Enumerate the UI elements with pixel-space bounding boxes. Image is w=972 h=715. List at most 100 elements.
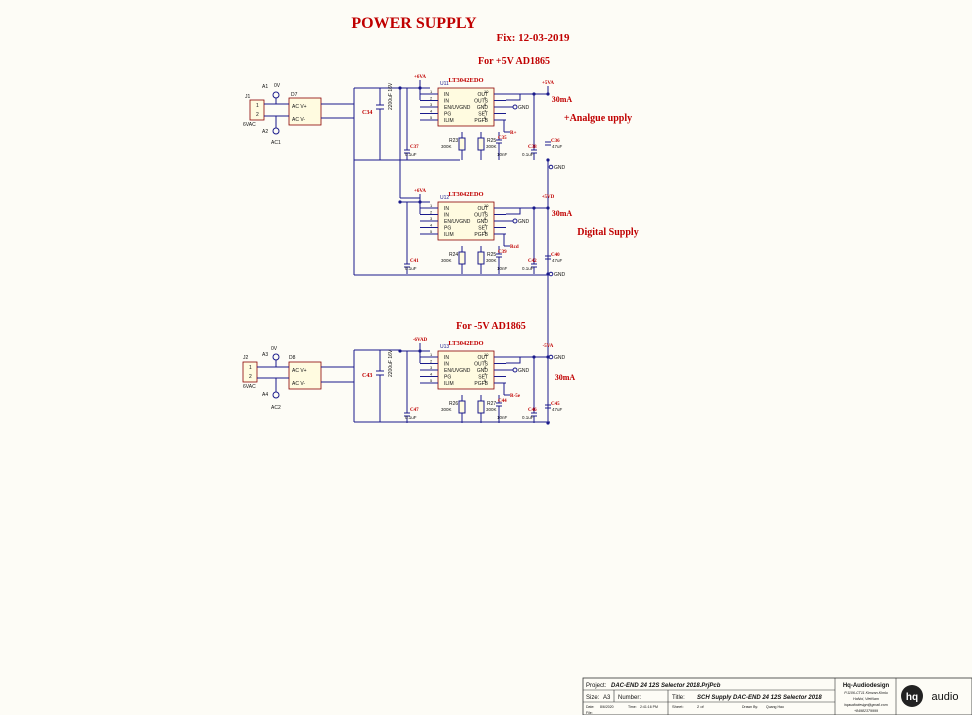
svg-text:300K: 300K <box>441 407 452 412</box>
test-points-j1: A1 0V A2 AC1 <box>262 83 281 146</box>
regulator-part: LT3042EDO <box>448 191 483 198</box>
svg-text:PG: PG <box>444 375 451 381</box>
svg-text:GND: GND <box>477 105 489 111</box>
svg-text:1: 1 <box>256 103 259 109</box>
section-label-minus5: For -5V AD1865 <box>456 321 526 332</box>
svg-text:PGFB: PGFB <box>474 232 488 238</box>
svg-text:10nF: 10nF <box>497 266 508 271</box>
input-net-label: +6VA <box>414 75 426 80</box>
svg-text:R25: R25 <box>487 138 496 144</box>
svg-text:A4: A4 <box>262 392 268 398</box>
svg-text:4: 4 <box>430 109 433 114</box>
regulator-part: LT3042EDO <box>448 340 483 347</box>
svg-text:GND: GND <box>518 368 530 374</box>
gnd-flag-3: GND <box>548 354 566 361</box>
svg-text:IN: IN <box>444 213 449 219</box>
svg-text:5: 5 <box>430 378 433 383</box>
svg-text:Hq-Audiodesign: Hq-Audiodesign <box>843 683 890 689</box>
input-net-label: -6VAD <box>413 338 428 343</box>
svg-text:7: 7 <box>484 109 487 114</box>
svg-text:GND: GND <box>554 165 566 171</box>
svg-text:IN: IN <box>444 355 449 361</box>
svg-text:8: 8 <box>484 216 487 221</box>
svg-text:U13: U13 <box>440 344 449 350</box>
svg-text:C46: C46 <box>528 408 537 413</box>
svg-text:4: 4 <box>430 223 433 228</box>
svg-text:SET: SET <box>478 226 488 232</box>
svg-text:A2: A2 <box>262 129 268 135</box>
svg-text:2: 2 <box>430 210 433 215</box>
svg-text:1: 1 <box>430 89 433 94</box>
gnd-flag-1: GND <box>548 164 566 171</box>
svg-text:OUTS: OUTS <box>474 362 489 368</box>
svg-text:2: 2 <box>430 96 433 101</box>
svg-text:AC V+: AC V+ <box>292 104 307 110</box>
svg-text:2: 2 <box>430 359 433 364</box>
input-net-label: +6VA <box>414 189 426 194</box>
svg-text:D8: D8 <box>289 355 296 361</box>
svg-text:0V: 0V <box>271 346 278 352</box>
svg-text:J2: J2 <box>243 355 249 361</box>
svg-text:7: 7 <box>484 223 487 228</box>
svg-text:IN: IN <box>444 362 449 368</box>
svg-text:D7: D7 <box>291 92 298 98</box>
svg-text:R27: R27 <box>487 401 496 407</box>
capacitor-c43: C43 2200uF 16V <box>362 349 394 422</box>
gnd-flag-2: GND <box>548 271 566 278</box>
svg-text:Drawn By:: Drawn By: <box>742 705 758 709</box>
svg-text:47uF: 47uF <box>552 407 563 412</box>
connector-j2: J2 6VAC 1 2 <box>242 355 258 390</box>
svg-text:SCH Supply DAC-END 24 12S Sele: SCH Supply DAC-END 24 12S Selector 2018 <box>697 695 822 701</box>
svg-text:2: 2 <box>256 112 259 118</box>
svg-text:Project:: Project: <box>586 683 607 689</box>
svg-text:R26: R26 <box>449 401 458 407</box>
svg-text:3: 3 <box>430 216 433 221</box>
svg-text:10: 10 <box>484 352 489 357</box>
svg-text:GND: GND <box>554 355 566 361</box>
svg-text:C34: C34 <box>362 110 372 116</box>
svg-text:GND: GND <box>477 368 489 374</box>
svg-text:ILIM: ILIM <box>444 232 454 238</box>
svg-text:OUTS: OUTS <box>474 99 489 105</box>
svg-text:300K: 300K <box>486 407 497 412</box>
svg-text:OUTS: OUTS <box>474 213 489 219</box>
output-net-label: +5VD <box>542 195 555 200</box>
svg-text:EN/UVGND: EN/UVGND <box>444 368 471 374</box>
svg-text:8: 8 <box>484 365 487 370</box>
svg-text:OUT: OUT <box>477 92 488 98</box>
svg-text:C42: C42 <box>528 259 537 264</box>
svg-text:Sheet:: Sheet: <box>672 704 684 709</box>
svg-text:A3: A3 <box>603 695 611 701</box>
output-net-label: -5VA <box>543 344 554 349</box>
svg-text:R25: R25 <box>487 252 496 258</box>
svg-text:2 of: 2 of <box>697 704 705 709</box>
svg-text:0.1uF: 0.1uF <box>522 152 534 157</box>
svg-text:Quang Hao: Quang Hao <box>766 705 784 709</box>
pg-net-label: R-5e <box>510 394 521 399</box>
svg-text:3: 3 <box>430 365 433 370</box>
current-label-1: 30mA <box>552 95 573 104</box>
svg-text:AC V+: AC V+ <box>292 368 307 374</box>
svg-text:hq: hq <box>906 692 918 703</box>
svg-text:AC2: AC2 <box>271 405 281 411</box>
svg-text:0.1uF: 0.1uF <box>405 266 417 271</box>
svg-text:Number:: Number: <box>618 695 641 701</box>
svg-text:6VAC: 6VAC <box>243 122 256 128</box>
svg-text:GND: GND <box>518 219 530 225</box>
svg-text:2200uF 16V: 2200uF 16V <box>388 349 394 377</box>
svg-text:AC V-: AC V- <box>292 117 305 123</box>
svg-text:ILIM: ILIM <box>444 381 454 387</box>
output-net-label: +5VA <box>542 81 554 86</box>
pg-net-label: R+ <box>510 131 517 136</box>
svg-text:PGFB: PGFB <box>474 381 488 387</box>
svg-text:6: 6 <box>484 229 487 234</box>
svg-text:Time:: Time: <box>628 705 637 709</box>
svg-text:1: 1 <box>430 203 433 208</box>
svg-text:U11: U11 <box>440 81 449 87</box>
svg-text:IN: IN <box>444 99 449 105</box>
svg-text:AC V-: AC V- <box>292 381 305 387</box>
svg-text:C39: C39 <box>498 250 507 255</box>
